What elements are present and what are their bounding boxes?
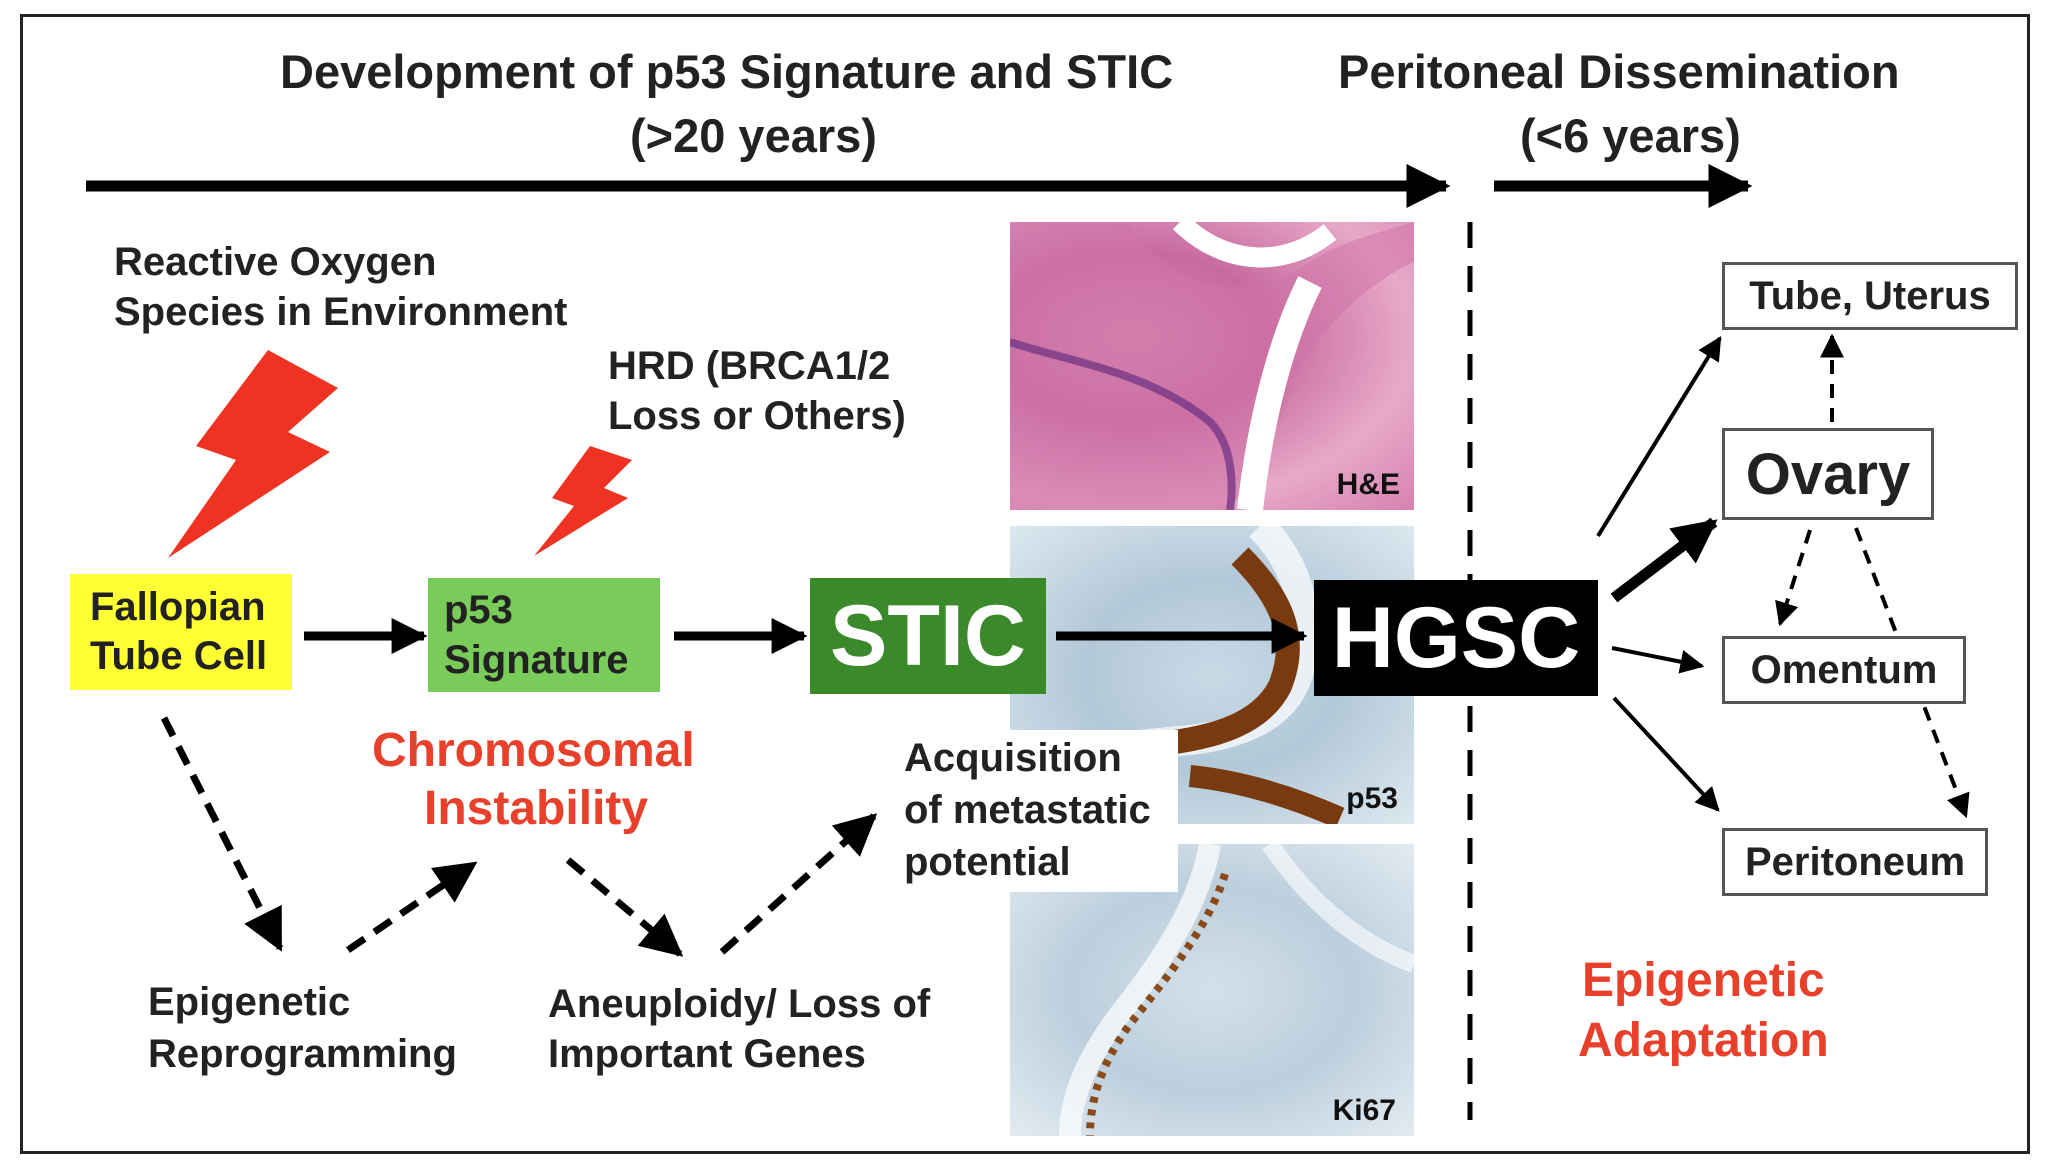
fallopian-line1: Fallopian — [90, 585, 266, 630]
he-micrograph: H&E — [1010, 222, 1414, 510]
p53-label: p53 — [1346, 782, 1398, 815]
header-left-title: Development of p53 Signature and STIC — [280, 45, 1174, 98]
acquisition-line1: Acquisition — [904, 736, 1122, 780]
dashed-arrow-icon — [719, 813, 878, 955]
ki67-label: Ki67 — [1332, 1094, 1396, 1127]
dashed-arrow-icon — [160, 716, 284, 952]
he-label: H&E — [1336, 468, 1400, 501]
acquisition-line3: potential — [904, 840, 1071, 884]
figure-frame — [20, 14, 2030, 1154]
acquisition-label-bg — [894, 730, 1178, 892]
site-tube-uterus: Tube, Uterus — [1722, 262, 2018, 330]
dashed-arrow-icon — [346, 861, 478, 953]
p53sig-line2: Signature — [444, 638, 629, 682]
site-ovary: Ovary — [1722, 428, 1934, 520]
ros-label-line2: Species in Environment — [114, 290, 568, 334]
aneuploidy-line2: Important Genes — [548, 1032, 866, 1076]
header-left-subtitle: (>20 years) — [630, 109, 877, 162]
acquisition-line2: of metastatic — [904, 788, 1151, 832]
dashed-arrow-icon — [565, 857, 684, 957]
lightning-bolt-icon — [534, 446, 632, 556]
chromosomal-instability-line1: Chromosomal — [372, 724, 695, 777]
arrow-icon — [1611, 646, 1705, 674]
ki67-tissue-drawing — [1059, 844, 1414, 1136]
he-tissue-drawing — [1010, 222, 1414, 510]
p53sig-line1: p53 — [444, 588, 513, 632]
fallopian-line2: Tube Cell — [90, 634, 268, 678]
lightning-bolt-icon — [168, 350, 338, 558]
dashed-arrow-icon — [1775, 529, 1812, 627]
aneuploidy-line1: Aneuploidy/ Loss of — [548, 982, 931, 1026]
chromosomal-instability-line2: Instability — [424, 782, 649, 835]
hrd-label-line1: HRD (BRCA1/2 — [608, 344, 891, 388]
fallopian-tube-cell-box: Fallopian Tube Cell — [70, 574, 292, 690]
hrd-label-line2: Loss or Others) — [608, 394, 906, 438]
header-right-title: Peritoneal Dissemination — [1338, 45, 1900, 98]
site-omentum: Omentum — [1722, 636, 1966, 704]
stic-box: STIC — [810, 578, 1046, 694]
epigenetic-reprogramming-line1: Epigenetic — [148, 980, 351, 1024]
p53-signature-box: p53 Signature — [428, 578, 660, 692]
epigenetic-reprogramming-line2: Reprogramming — [148, 1032, 457, 1076]
header-right-subtitle: (<6 years) — [1520, 109, 1741, 162]
epigenetic-adaptation-line1: Epigenetic — [1582, 954, 1825, 1007]
epigenetic-adaptation-line2: Adaptation — [1578, 1014, 1829, 1067]
arrow-icon — [1612, 696, 1720, 812]
ki67-micrograph: Ki67 — [1010, 844, 1414, 1136]
ros-label-line1: Reactive Oxygen — [114, 240, 437, 284]
arrow-icon — [1610, 517, 1718, 603]
hgsc-box: HGSC — [1314, 580, 1598, 696]
arrow-icon — [1596, 335, 1722, 538]
site-peritoneum: Peritoneum — [1722, 828, 1988, 896]
